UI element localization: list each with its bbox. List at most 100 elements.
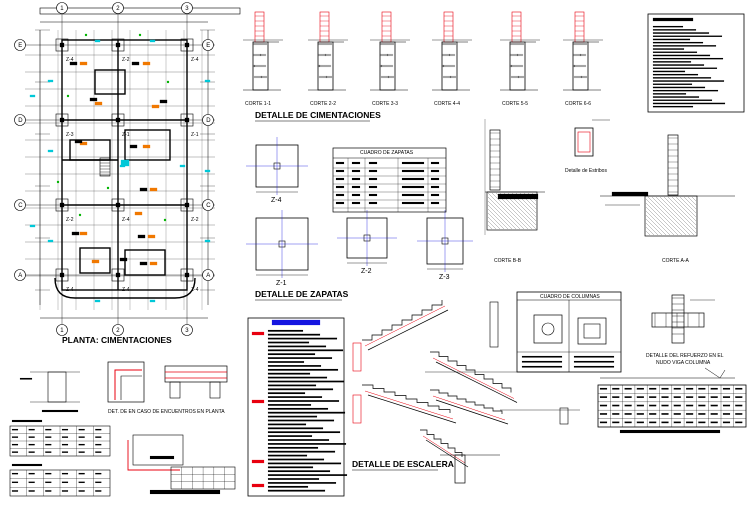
axis-bubble-label: D xyxy=(18,118,23,124)
stair-wall xyxy=(559,407,569,425)
stone xyxy=(512,75,516,79)
table-cell-text xyxy=(335,161,345,165)
table-outline xyxy=(597,384,747,428)
stone xyxy=(254,42,258,46)
plan-column xyxy=(115,202,121,208)
table-cell-text xyxy=(95,428,102,431)
specifications-box xyxy=(247,317,348,497)
table-cell-text xyxy=(612,404,620,407)
table-cell-text xyxy=(686,396,694,398)
table-cell-text xyxy=(61,451,69,453)
spec-text-line xyxy=(267,470,331,473)
axis-bubble xyxy=(202,114,214,126)
spec-text-line xyxy=(267,388,334,391)
table-cell-text xyxy=(335,201,345,205)
plan-footing xyxy=(180,198,194,212)
stone xyxy=(260,42,264,46)
beam-support xyxy=(209,381,221,399)
table-cell-text xyxy=(624,396,632,398)
spec-text-line xyxy=(267,450,336,453)
section-label: CORTE 3-3 xyxy=(372,101,398,107)
table-cell-text xyxy=(45,428,52,431)
table-cell-text xyxy=(430,161,440,165)
stone xyxy=(322,75,326,79)
stone xyxy=(575,75,579,79)
hatch-line xyxy=(675,196,697,218)
table-cell-text xyxy=(401,177,425,181)
stone xyxy=(325,75,329,79)
table-cell-text xyxy=(624,413,632,415)
notes-heading-bar xyxy=(652,17,694,22)
orange-marker xyxy=(79,231,88,236)
column-circle xyxy=(541,322,555,336)
stair-flight xyxy=(362,384,457,424)
slab-bb xyxy=(497,193,539,200)
stair-flight xyxy=(362,300,449,351)
stone xyxy=(261,64,265,68)
table-cell-text xyxy=(612,396,620,398)
stair-flight xyxy=(430,389,509,425)
table-cell-text xyxy=(430,169,440,173)
orange-marker xyxy=(149,261,158,266)
stone xyxy=(329,42,333,46)
table-cell-text xyxy=(351,185,361,189)
spec-text-line xyxy=(267,376,328,379)
stone xyxy=(583,53,587,57)
table-cell-text xyxy=(61,472,69,475)
stone xyxy=(383,42,387,46)
stone xyxy=(384,64,388,68)
table-cell-text xyxy=(78,443,85,446)
table-cell-text xyxy=(673,387,681,390)
plan-column xyxy=(59,117,65,123)
green-marker xyxy=(138,33,142,37)
stone xyxy=(442,64,446,68)
table-cell-text xyxy=(28,428,35,431)
beam-detail xyxy=(164,365,228,383)
plan-markers xyxy=(29,33,211,303)
spec-red-bar xyxy=(251,459,265,464)
hatch-line xyxy=(667,196,697,226)
section-label: CORTE 5-5 xyxy=(502,101,528,107)
stone xyxy=(448,64,452,68)
stone xyxy=(387,42,391,46)
cyan-marker xyxy=(179,164,186,168)
orange-marker xyxy=(147,234,156,239)
hook-rebar xyxy=(127,440,180,471)
stone xyxy=(518,53,522,57)
column-section xyxy=(577,317,607,345)
stair-rebar xyxy=(432,395,506,421)
cyan-marker xyxy=(204,79,211,83)
detail-caption xyxy=(149,455,175,460)
hatch-line xyxy=(651,196,691,236)
table-cell-text xyxy=(673,413,681,415)
stone xyxy=(449,42,453,46)
stone xyxy=(516,53,520,57)
stone xyxy=(259,53,263,57)
notes-text-line xyxy=(652,57,724,60)
stirrup-detail xyxy=(574,127,594,157)
hatch-line xyxy=(487,224,493,230)
hatch-line xyxy=(645,210,671,236)
stone xyxy=(445,42,449,46)
stone xyxy=(326,64,330,68)
notes-text-line xyxy=(652,51,698,53)
table-cell-text xyxy=(636,387,644,390)
footings-table-grid xyxy=(333,157,446,212)
stone xyxy=(324,64,328,68)
columns-table-grid xyxy=(517,300,621,372)
plan-footing xyxy=(180,113,194,127)
spec-text-line xyxy=(267,423,307,426)
stone xyxy=(582,42,586,46)
stair-post xyxy=(352,394,362,424)
spec-text-line xyxy=(267,466,314,469)
spec-text-line xyxy=(267,419,335,422)
green-marker xyxy=(56,180,60,184)
hatch-line xyxy=(645,226,655,236)
stone xyxy=(579,64,583,68)
hatch-line xyxy=(487,212,505,230)
foundation-section: CORTE 2-2 xyxy=(308,11,348,107)
stone xyxy=(319,53,323,57)
table-cell-text xyxy=(78,451,85,453)
table-cell-text xyxy=(649,387,657,390)
notes-text-line xyxy=(652,89,719,92)
